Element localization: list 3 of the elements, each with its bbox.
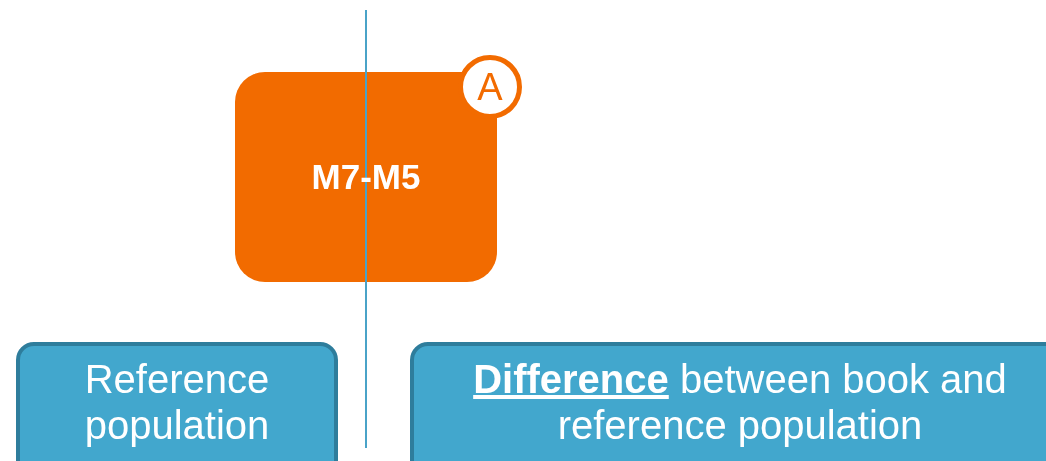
label-circle: A (458, 55, 522, 119)
process-box: Reference population (16, 342, 338, 461)
process-box: Difference between book and reference population (410, 342, 1046, 461)
